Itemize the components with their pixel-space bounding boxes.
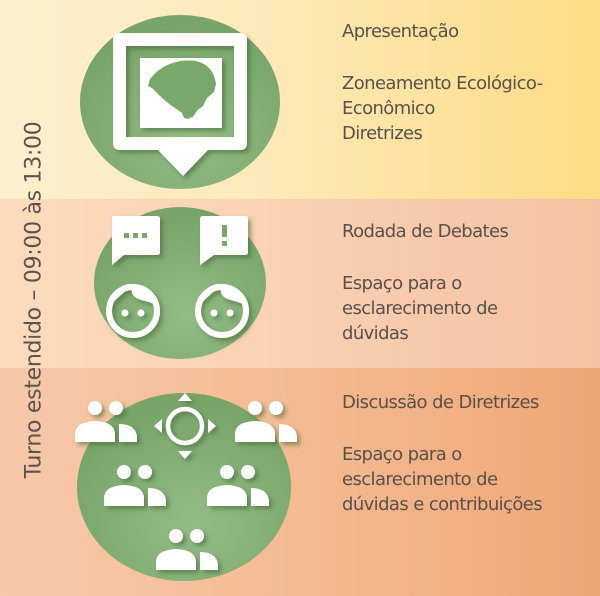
section-detail: Espaço para o [342,273,462,294]
section-detail: Econômico [342,98,435,119]
section-detail: Zoneamento Ecológico- [342,73,543,94]
section-detail: dúvidas [342,323,409,344]
section-debates-text: Rodada de Debates Espaço para o esclarec… [342,219,509,346]
section-discussion-text: Discussão de Diretrizes Espaço para o es… [342,390,543,517]
section-detail: dúvidas e contribuições [342,494,543,515]
section-detail: Diretrizes [342,123,423,144]
section-detail: Espaço para o [342,444,462,465]
debate-faces-icon [94,207,266,359]
map-speech-bubble-icon [80,15,280,189]
group-discussion-icon [75,393,297,581]
section-title: Discussão de Diretrizes [342,392,539,413]
section-detail: esclarecimento de [342,469,498,490]
section-title: Rodada de Debates [342,221,509,242]
section-detail: esclarecimento de [342,298,498,319]
section-title: Apresentação [342,21,459,42]
section-presentation-text: Apresentação Zoneamento Ecológico- Econô… [342,19,543,146]
